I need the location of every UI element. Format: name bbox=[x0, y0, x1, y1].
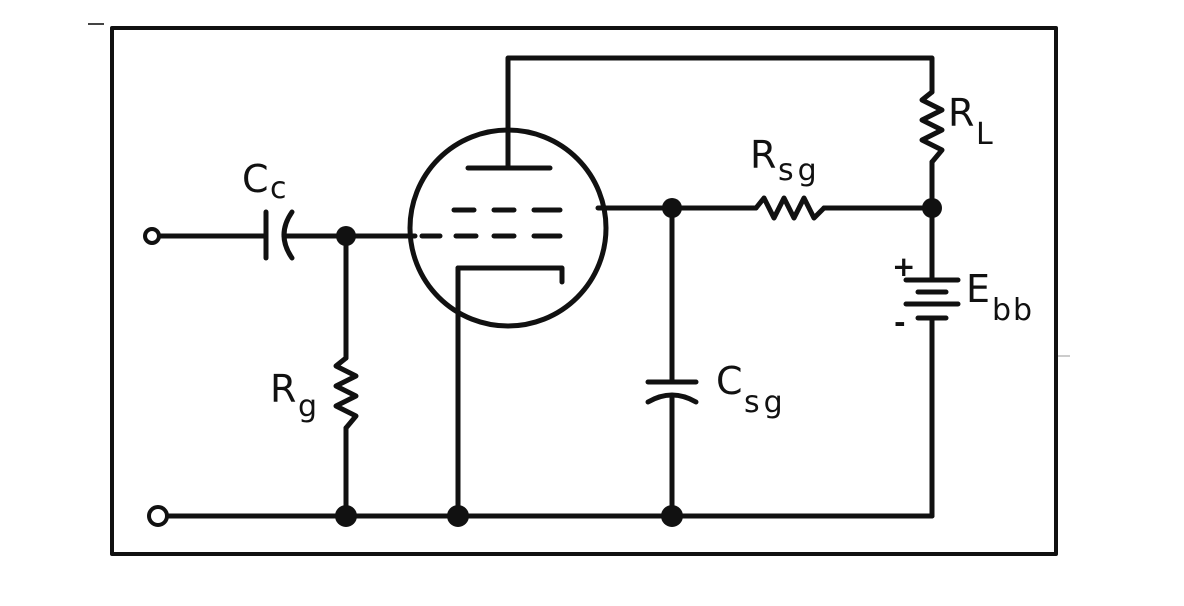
input-terminal-top bbox=[143, 227, 161, 245]
diagram-frame bbox=[110, 26, 1058, 556]
wiring bbox=[155, 55, 935, 519]
svg-text:E: E bbox=[966, 267, 990, 311]
label-cc: C c bbox=[242, 157, 287, 206]
svg-text:R: R bbox=[750, 133, 776, 177]
grid-resistor bbox=[333, 355, 359, 431]
label-rg: R g bbox=[270, 367, 317, 424]
battery-positive-sign: + bbox=[892, 250, 915, 283]
svg-text:C: C bbox=[242, 157, 269, 201]
junctions bbox=[335, 198, 942, 527]
input-terminal-bottom bbox=[147, 505, 169, 527]
svg-text:bb: bb bbox=[992, 293, 1034, 328]
battery bbox=[903, 277, 961, 321]
svg-text:R: R bbox=[270, 367, 296, 411]
label-rl: R L bbox=[948, 91, 993, 152]
vacuum-tube bbox=[407, 127, 609, 329]
screen-bypass-capacitor bbox=[645, 379, 699, 405]
svg-text:c: c bbox=[270, 171, 287, 206]
svg-text:L: L bbox=[976, 117, 993, 152]
svg-text:R: R bbox=[948, 91, 974, 135]
label-rsg: R sg bbox=[750, 133, 821, 188]
svg-text:g: g bbox=[298, 389, 317, 424]
label-csg: C sg bbox=[716, 359, 787, 420]
coupling-capacitor bbox=[263, 209, 295, 261]
load-resistor bbox=[919, 89, 945, 165]
svg-text:sg: sg bbox=[778, 153, 821, 188]
screen-resistor bbox=[753, 195, 827, 221]
label-ebb: E bb bbox=[966, 267, 1034, 328]
svg-text:sg: sg bbox=[744, 385, 787, 420]
battery-negative-sign: - bbox=[894, 306, 906, 339]
svg-text:C: C bbox=[716, 359, 743, 403]
